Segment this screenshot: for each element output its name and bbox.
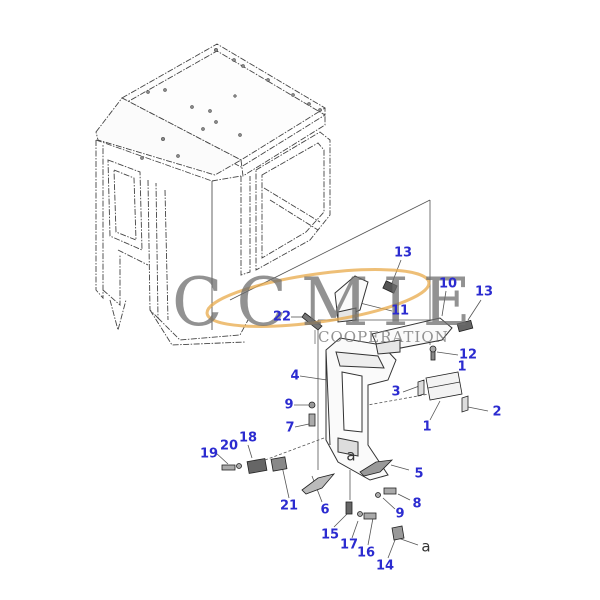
watermark-tagline: COOPERATION <box>318 328 449 346</box>
callout-label: 21 <box>279 498 299 514</box>
watermark-swoosh <box>205 268 431 328</box>
callout-label: 18 <box>238 430 258 446</box>
callout-label: 13 <box>393 245 413 261</box>
reference-mark: a <box>346 446 356 465</box>
cab-frame <box>95 43 331 346</box>
callout-label: 9 <box>395 506 405 522</box>
roof-bolts <box>140 47 322 160</box>
callout-label: 22 <box>272 309 292 325</box>
callout-label: 12 <box>458 347 478 363</box>
pillar-cover <box>325 337 397 481</box>
callout-label: 8 <box>412 496 422 512</box>
watermark-brand: CCMIE <box>172 264 485 341</box>
small-parts <box>221 280 474 541</box>
callout-label: 7 <box>285 420 295 436</box>
callout-label: 13 <box>474 284 494 300</box>
callout-label: 15 <box>320 527 340 543</box>
reference-mark: a <box>421 537 431 556</box>
trim-pieces <box>334 275 453 355</box>
callout-label: 20 <box>219 438 239 454</box>
callout-label: 1 <box>422 419 432 435</box>
callout-label: 17 <box>339 537 359 553</box>
callout-label: 4 <box>290 368 300 384</box>
callout-label: 5 <box>414 466 424 482</box>
callout-label: 11 <box>390 303 410 319</box>
callout-label: 9 <box>284 397 294 413</box>
callout-label: 19 <box>199 446 219 462</box>
callout-label: 16 <box>356 545 376 561</box>
callout-label: 2 <box>492 404 502 420</box>
callout-label: 6 <box>320 502 330 518</box>
callout-label: 1 <box>457 359 467 375</box>
callout-label: 10 <box>438 276 458 292</box>
callout-label: 14 <box>375 558 395 574</box>
callout-label: 3 <box>391 384 401 400</box>
